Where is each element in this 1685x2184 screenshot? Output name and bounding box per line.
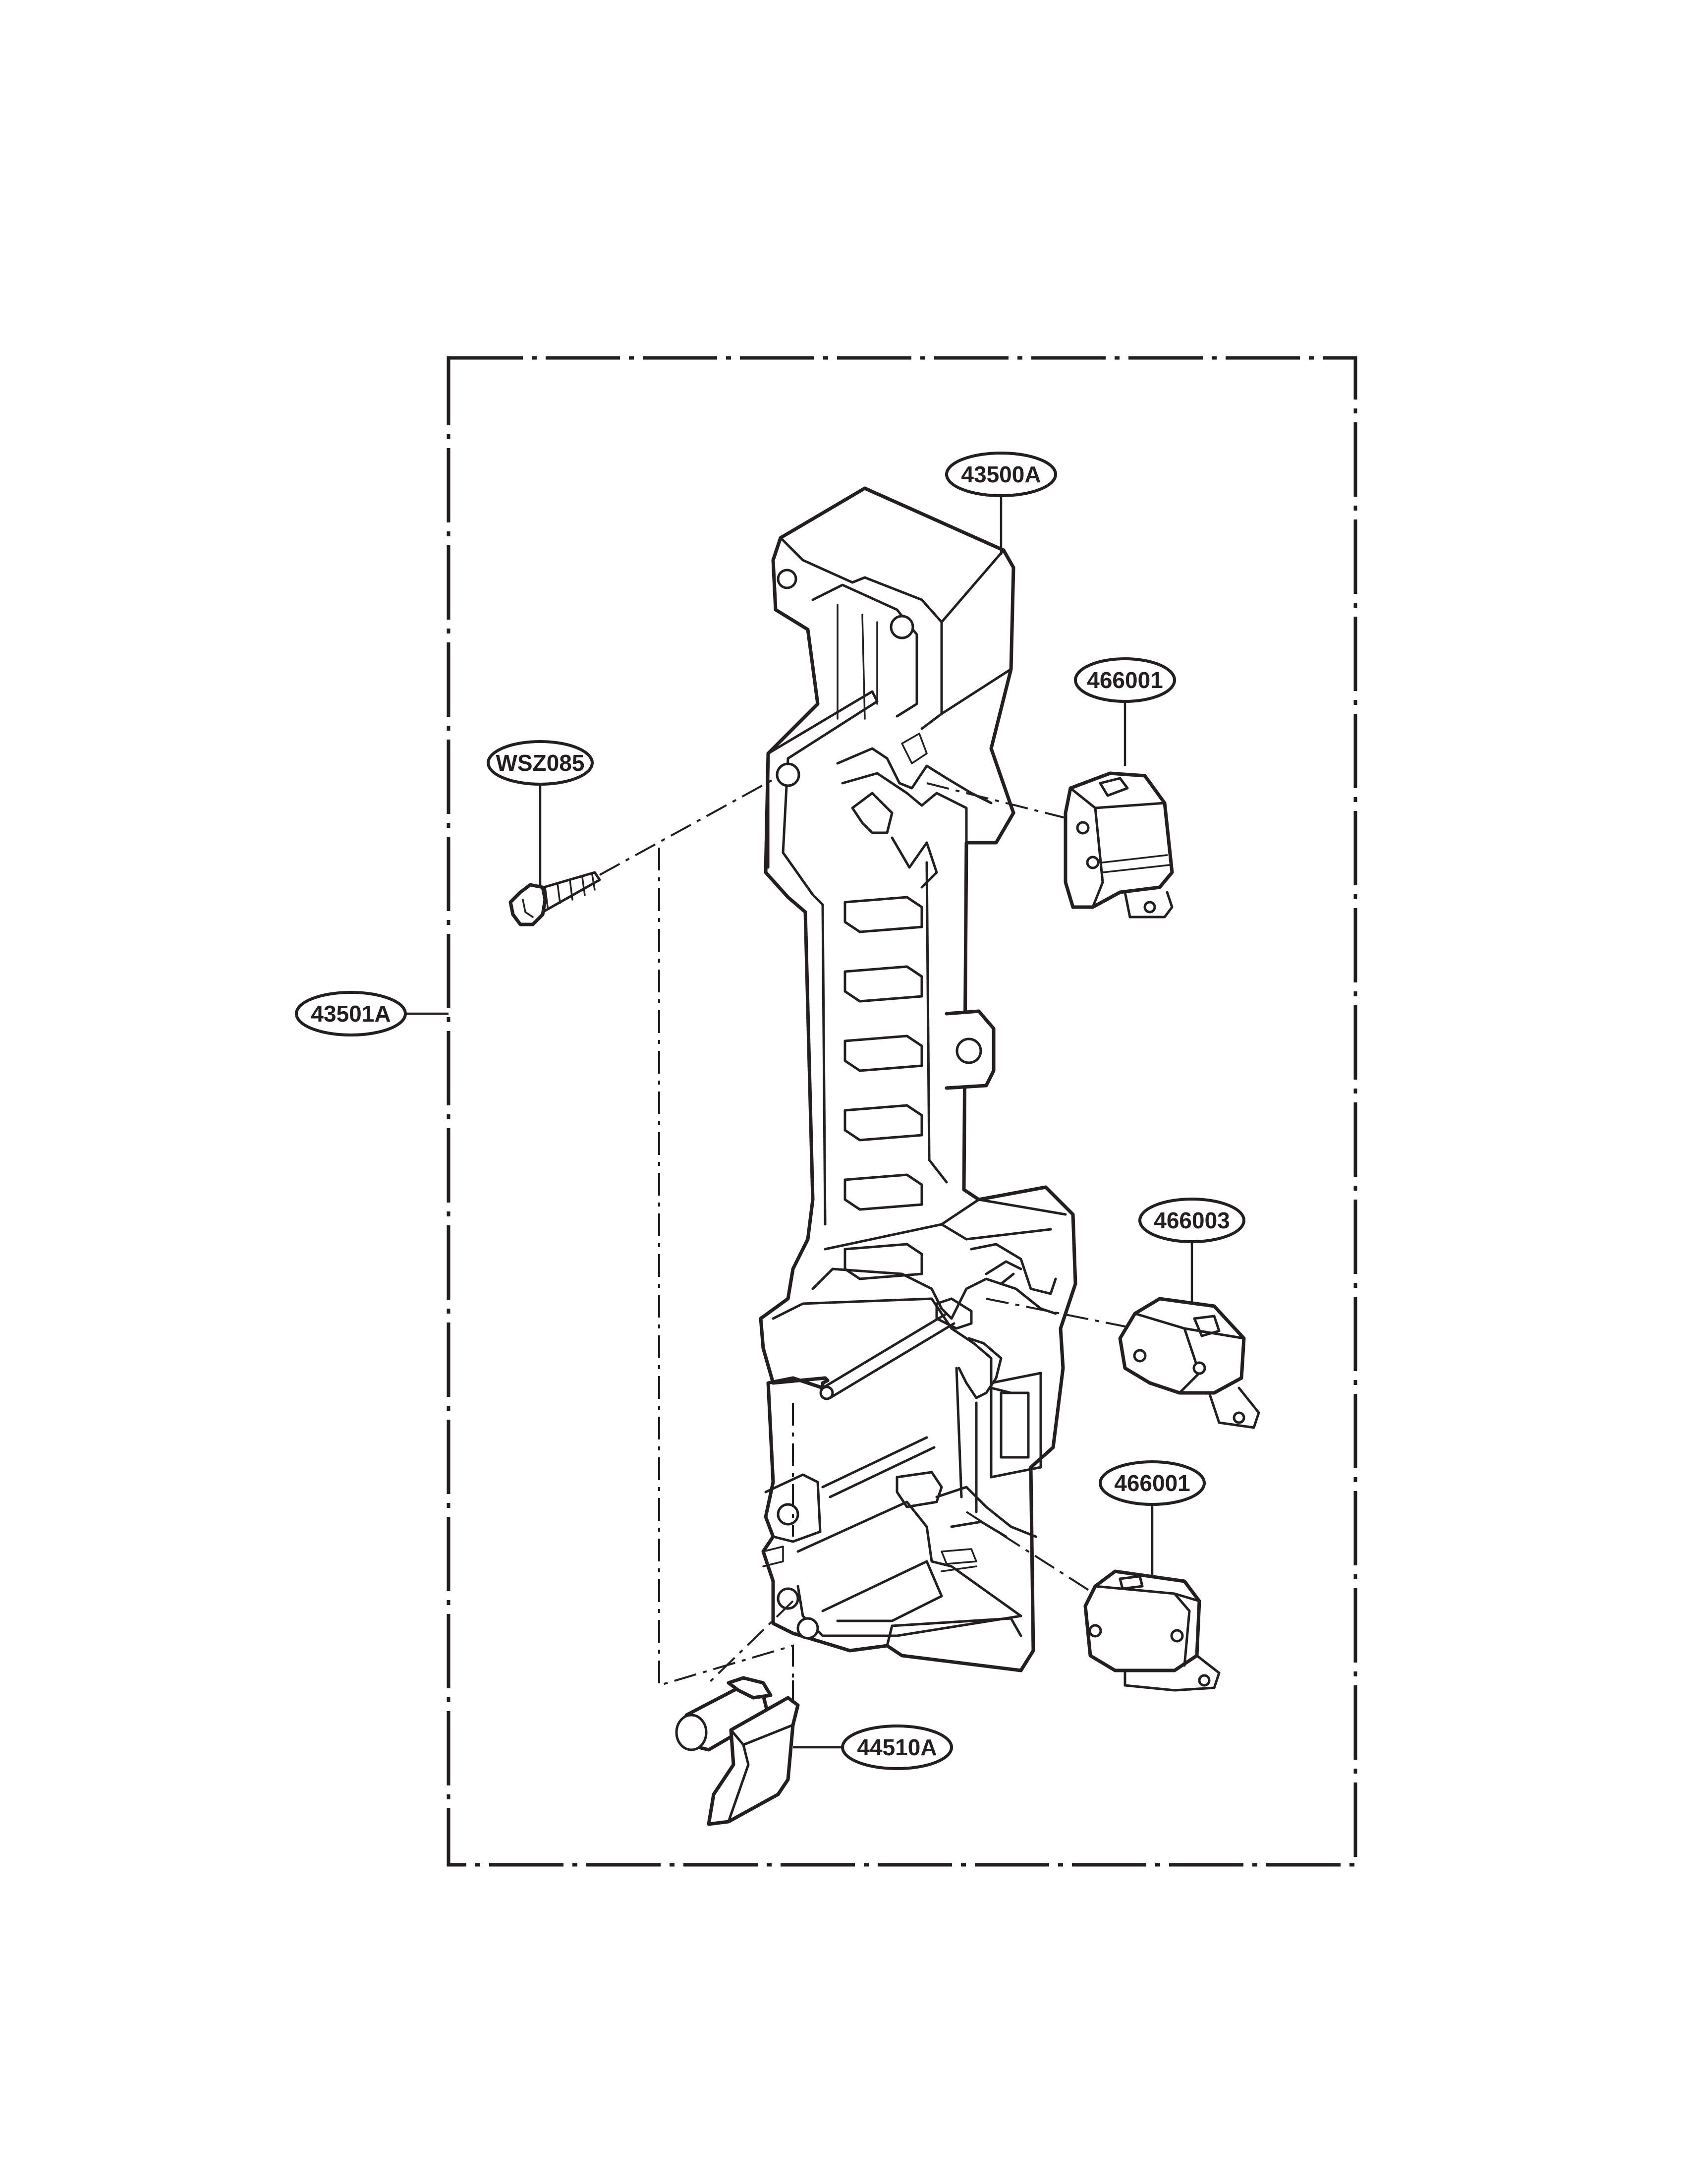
switch-middle-body: [1118, 1297, 1246, 1395]
spine-left-inner: [811, 893, 827, 1226]
lever-pin-end: [675, 1714, 708, 1751]
middle-spring: [985, 1260, 1022, 1285]
callout-43500A: [945, 452, 1057, 497]
callout-43501A: [295, 991, 407, 1036]
assembly-line-hinge: [705, 1403, 794, 1686]
left-hinge-hole-lower: [777, 1587, 799, 1610]
callout-label-43500A: 43500A: [961, 461, 1041, 487]
callout-466001-top: [1074, 657, 1176, 703]
switch-top-edge: [1102, 854, 1171, 873]
assembly-line-switch-bottom: [965, 1511, 1091, 1592]
lever-arm-face: [727, 1724, 794, 1823]
upper-rod: [821, 1312, 955, 1399]
switch-bottom-front: [1094, 1585, 1201, 1667]
callout-44510A: [841, 1724, 953, 1770]
switch-middle-466003: [1118, 1297, 1260, 1429]
bottom-notches: [762, 1546, 784, 1567]
callout-label-WSZ085: WSZ085: [496, 750, 585, 776]
bottom-hole: [796, 1617, 819, 1640]
left-hinge-bracket: [764, 1473, 822, 1543]
lever-arm: [707, 1696, 800, 1826]
switch-bottom-button: [1119, 1575, 1144, 1590]
callout-466001-bottom: [1099, 1460, 1206, 1506]
side-mount-hole: [955, 1037, 982, 1064]
switch-middle-terminal: [1208, 1386, 1260, 1429]
switch-top-466001: [1064, 771, 1174, 919]
callout-label-44510A: 44510A: [857, 1734, 937, 1760]
screw-WSZ085: [508, 871, 601, 926]
middle-bracket: [970, 1243, 1057, 1295]
switch-top-hole-lower: [1086, 856, 1100, 869]
lever-44510A: [675, 1676, 800, 1826]
switch-top-front: [1069, 787, 1166, 909]
upper-mount-hole: [776, 762, 800, 787]
switch-bottom-466001: [1083, 1569, 1221, 1692]
lower-window-outer: [990, 1372, 1042, 1479]
middle-shelf: [824, 1198, 1067, 1251]
top-cap-hole-left: [777, 569, 797, 589]
upper-mount-plate: [767, 690, 879, 896]
upper-catch: [851, 792, 894, 834]
switch-middle-hole-left: [1133, 1349, 1147, 1363]
switch-top-terminal-hole: [1143, 901, 1156, 914]
upper-rod-end: [819, 1385, 834, 1400]
lower-window: [1000, 1391, 1030, 1459]
callout-label-43501A: 43501A: [311, 1001, 391, 1027]
spine-top-ribs: [837, 604, 878, 720]
switch-bottom-hole-left: [1088, 1624, 1102, 1638]
spine-right-inner: [925, 861, 948, 1184]
top-cap-edge: [920, 621, 1012, 730]
lower-slots: [941, 1548, 977, 1572]
switch-bottom-terminal-hole: [1198, 1674, 1211, 1687]
assembly-boundary: [447, 356, 1357, 1867]
spine-slots: [843, 896, 923, 1280]
callout-label-466001-bottom: 466001: [1114, 1470, 1190, 1496]
assembly-line-switch-middle: [986, 1298, 1135, 1329]
callout-WSZ085: [487, 740, 594, 786]
lower-column: [955, 1367, 978, 1513]
switch-top-terminal: [1123, 891, 1174, 919]
switch-bottom-hole-right: [1170, 1629, 1184, 1643]
screw-thread: [544, 874, 596, 908]
upper-tab: [901, 733, 928, 764]
lower-catch: [896, 1471, 943, 1508]
callout-label-466001-top: 466001: [1087, 667, 1163, 693]
left-hinge-hole-upper: [777, 1503, 799, 1526]
switch-middle-button: [1193, 1315, 1221, 1337]
callout-label-466003: 466003: [1154, 1207, 1230, 1233]
screw-slot: [522, 899, 534, 918]
screw-head: [508, 883, 547, 926]
upper-catch-slot: [891, 836, 938, 889]
upper-switch-pocket: [841, 772, 968, 844]
latch-body-43500A: [759, 486, 1077, 1672]
switch-top-body: [1064, 771, 1174, 909]
switch-top-hole-upper: [1076, 821, 1090, 835]
upper-switch-seat: [836, 747, 993, 805]
top-cap-hole-right: [890, 615, 914, 639]
callout-466003: [1138, 1198, 1245, 1243]
bottom-box-inner: [821, 1560, 943, 1622]
lower-rod: [821, 1436, 936, 1498]
middle-housing: [811, 1267, 1057, 1320]
switch-middle-terminal-hole: [1233, 1411, 1245, 1424]
switch-top-button: [1099, 777, 1129, 797]
bottom-floor: [886, 1617, 1022, 1647]
lever-cap: [727, 1676, 773, 1700]
assembly-line-screw: [599, 777, 776, 876]
switch-bottom-terminal: [1123, 1654, 1221, 1692]
switch-middle-hole-right: [1192, 1361, 1206, 1375]
assembly-line-switch-top: [926, 782, 1066, 819]
